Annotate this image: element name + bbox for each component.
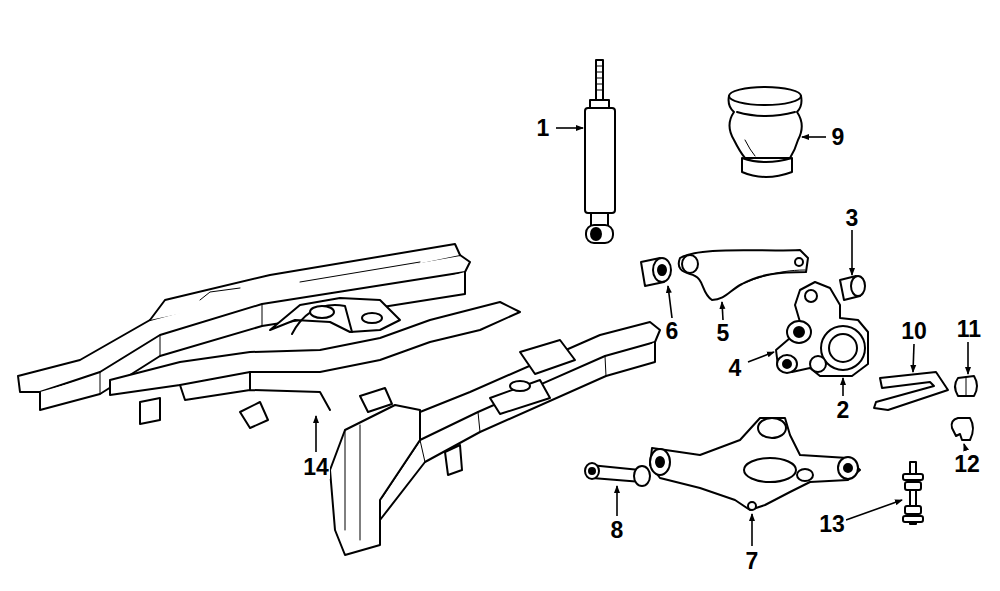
callout-number: 10 xyxy=(900,320,928,343)
callout-number: 5 xyxy=(716,322,731,345)
upper-control-arm xyxy=(679,250,808,300)
lower-control-arm xyxy=(650,418,860,510)
air-spring xyxy=(729,87,802,177)
subframe xyxy=(18,244,660,555)
callout-number: 8 xyxy=(610,519,625,542)
shock-absorber xyxy=(585,60,615,243)
leader-lines xyxy=(316,128,968,546)
callout-number: 13 xyxy=(818,513,846,536)
stabilizer-link xyxy=(903,462,923,524)
stabilizer-bracket xyxy=(952,418,973,440)
callout-number: 2 xyxy=(836,399,851,422)
bushing xyxy=(840,276,865,300)
callout-number: 1 xyxy=(536,117,551,140)
toe-link xyxy=(585,463,650,486)
callout-number: 11 xyxy=(956,318,982,341)
callout-number: 14 xyxy=(302,456,330,479)
callout-number: 3 xyxy=(845,207,860,230)
knuckle xyxy=(776,282,868,376)
callout-number: 9 xyxy=(831,126,846,149)
stabilizer-bushing xyxy=(955,376,977,396)
callout-number: 7 xyxy=(745,550,760,573)
callout-number: 6 xyxy=(665,320,680,343)
bushing xyxy=(641,258,671,286)
callout-number: 12 xyxy=(953,453,981,476)
stabilizer-bar xyxy=(874,372,948,410)
callout-number: 4 xyxy=(728,357,743,380)
